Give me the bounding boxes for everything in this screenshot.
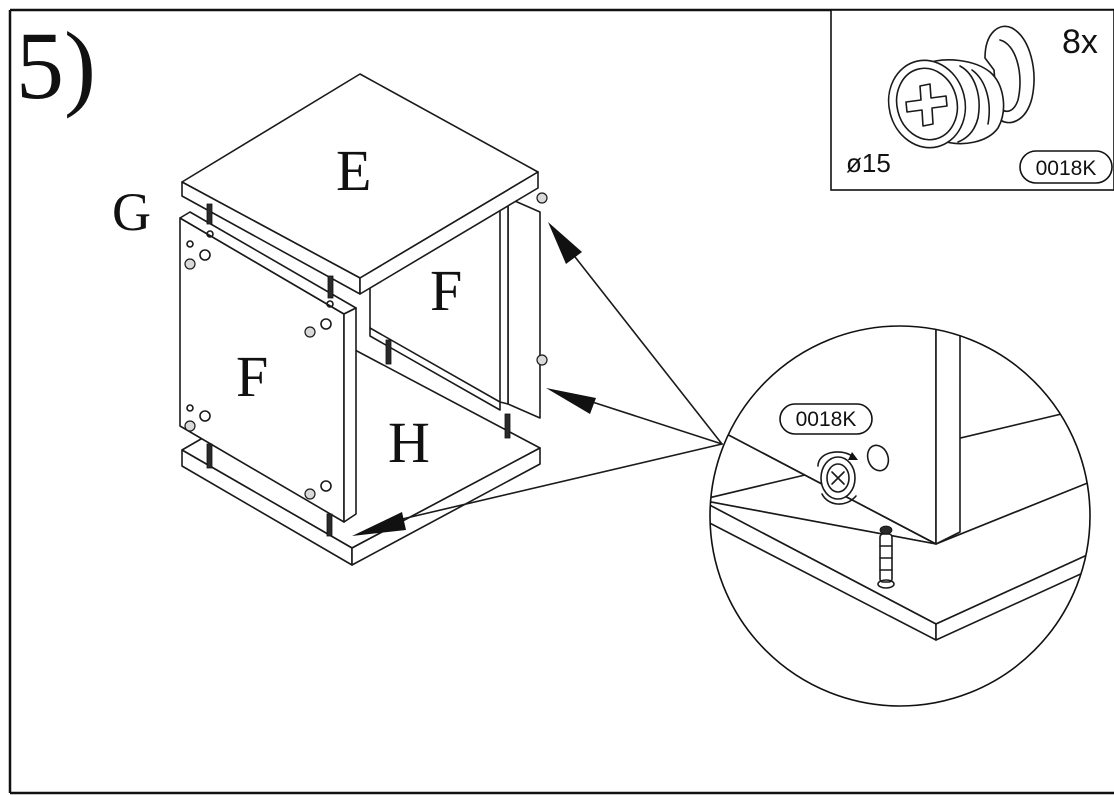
detail-part-code-tag: 0018K	[779, 403, 873, 435]
step-number: 5)	[16, 12, 96, 119]
dowel	[206, 203, 213, 225]
hardware-part-code-tag: 0018K	[1019, 150, 1113, 184]
hardware-diameter: ø15	[846, 148, 891, 178]
label-bottom-panel: H	[388, 410, 430, 475]
arrow-head-middle	[546, 388, 596, 414]
cam-lock-icon	[887, 25, 1035, 149]
detail-magnifier: 0018K	[709, 325, 1091, 707]
left-side-panel	[179, 211, 357, 523]
label-left-side-panel: F	[236, 344, 268, 409]
exploded-cabinet: E F F H G	[112, 73, 548, 566]
dowel	[326, 513, 333, 537]
top-panel	[181, 73, 539, 295]
dowel	[504, 413, 511, 439]
right-side-panel	[369, 195, 541, 419]
dowel	[206, 443, 213, 469]
hardware-quantity: 8x	[1062, 23, 1098, 61]
dowel	[327, 275, 334, 299]
arrow-head-lower	[352, 512, 406, 536]
detail-cam-lock-icon	[817, 451, 858, 505]
cam-holes	[184, 192, 548, 500]
detail-part-code: 0018K	[796, 408, 857, 431]
label-dowel: G	[112, 182, 151, 242]
label-right-side-panel: F	[430, 258, 462, 323]
detail-dowel-icon	[877, 525, 895, 589]
label-top-panel: E	[336, 138, 371, 203]
arrow-head-upper	[548, 222, 582, 264]
pointer-arrows	[352, 222, 723, 536]
hardware-box: 8x ø15 0018K	[830, 9, 1114, 191]
dowels	[206, 203, 511, 537]
dowel	[385, 339, 392, 365]
hardware-part-code: 0018K	[1036, 157, 1097, 180]
